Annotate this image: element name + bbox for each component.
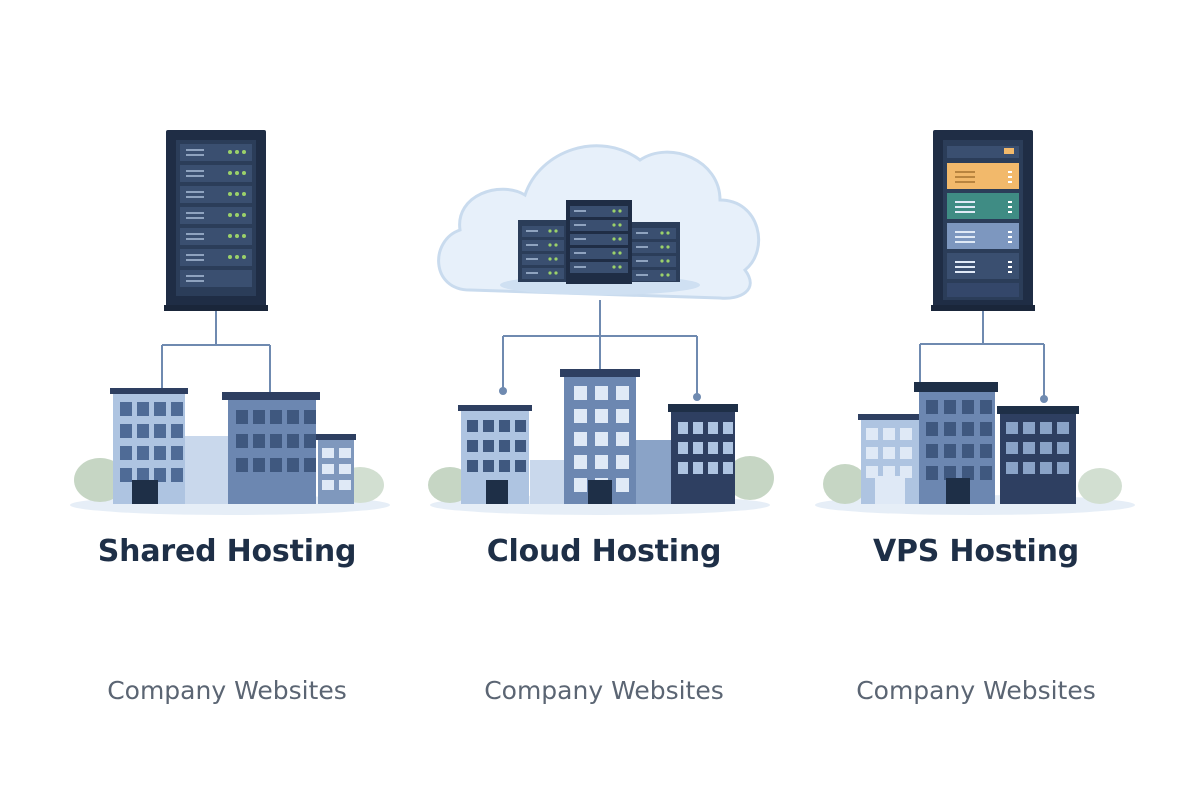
cloud-hosting-subtitle: Company Websites xyxy=(484,676,724,705)
vps-hosting-title: VPS Hosting xyxy=(872,534,1080,569)
shared-buildings xyxy=(70,388,390,515)
cloud-server-cluster xyxy=(518,200,680,284)
vps-buildings xyxy=(815,382,1135,515)
cloud-buildings xyxy=(428,369,774,515)
shared-server-rack xyxy=(164,130,268,311)
vps-hosting-subtitle: Company Websites xyxy=(856,676,1096,705)
cloud-connector-lines xyxy=(502,300,698,396)
cloud-hosting-illustration xyxy=(428,144,774,515)
shared-hosting-illustration xyxy=(70,130,390,515)
vps-hosting-illustration xyxy=(815,130,1135,515)
shared-connector-lines xyxy=(161,311,271,393)
shared-hosting-title: Shared Hosting xyxy=(97,534,357,569)
shared-hosting-subtitle: Company Websites xyxy=(107,676,347,705)
vps-server-rack xyxy=(931,130,1035,311)
cloud-hosting-title: Cloud Hosting xyxy=(486,534,722,569)
